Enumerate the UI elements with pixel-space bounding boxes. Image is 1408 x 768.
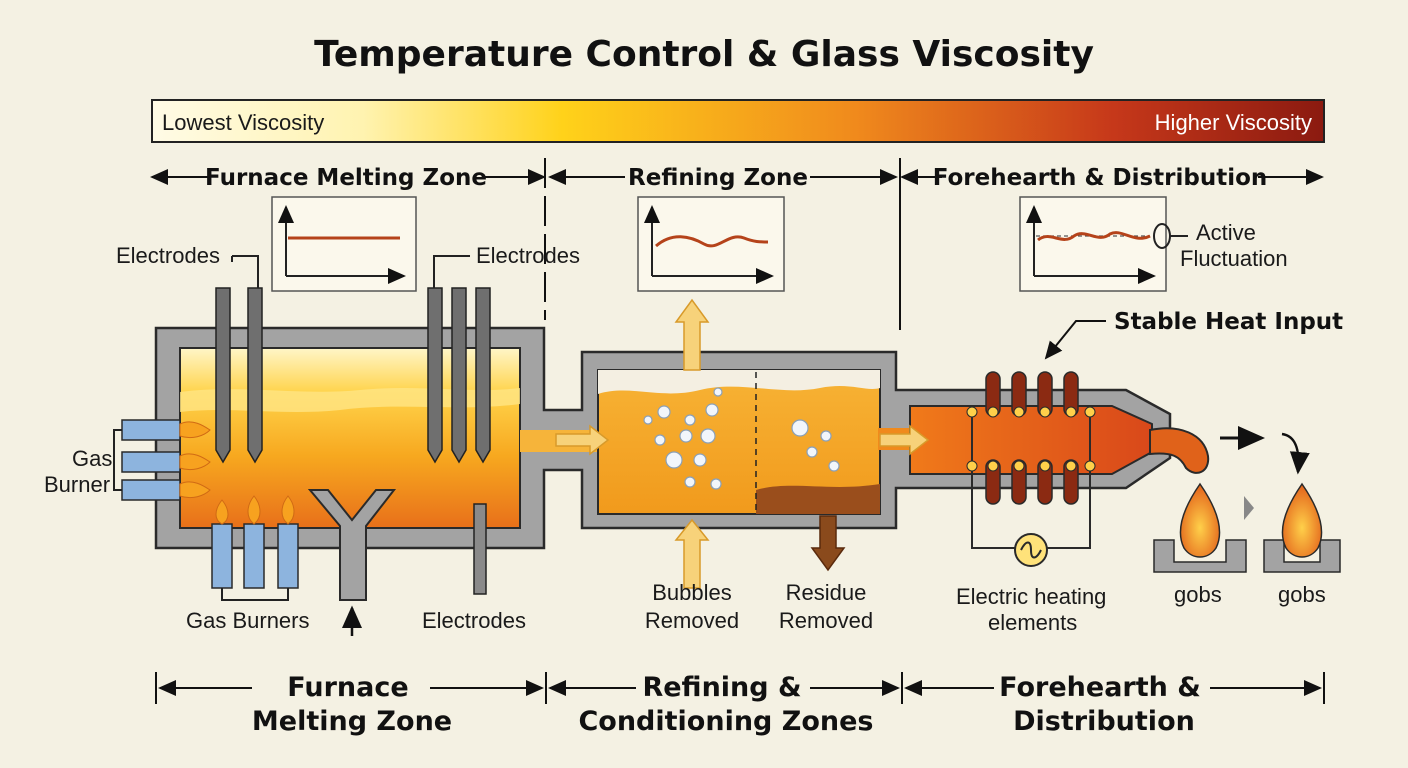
residue-removed-label-2: Removed [779,608,873,633]
gas-burners-label: Gas Burners [186,608,310,633]
graph-forehearth [1019,196,1188,292]
top-zone-forehearth: Forehearth & Distribution [933,165,1268,191]
bottom-zone-footers: Furnace Melting Zone Refining & Conditio… [155,672,1325,737]
viscosity-high-label: Higher Viscosity [1155,110,1312,135]
electric-heating-label-1: Electric heating [956,584,1106,609]
electrodes-top [215,287,491,464]
top-zone-melting: Furnace Melting Zone [205,165,487,191]
gob-2 [1263,482,1341,573]
bubbles-removed-label-2: Removed [645,608,739,633]
electrodes-label-left: Electrodes [116,243,220,268]
viscosity-low-label: Lowest Viscosity [162,110,324,135]
active-fluctuation-label-2: Fluctuation [1180,246,1288,271]
gobs-label-2: gobs [1278,582,1326,607]
gob-flow [1220,426,1310,520]
bottom-zone-forehearth-1: Forehearth & [999,672,1201,703]
bottom-zone-melting-1: Furnace [287,672,408,703]
page-title: Temperature Control & Glass Viscosity [314,34,1094,75]
viscosity-gradient [151,99,1325,143]
gobs-label-1: gobs [1174,582,1222,607]
gas-burner-label-1: Gas [72,446,112,471]
flow-arrows [555,298,930,589]
electrodes-label-bottom: Electrodes [422,608,526,633]
electrode-bottom [473,503,487,595]
electric-heating-elements [966,371,1096,567]
gob-1 [1153,482,1247,573]
active-fluctuation-label-1: Active [1196,220,1256,245]
viscosity-bar: Lowest Viscosity Higher Viscosity [151,99,1325,143]
gas-burner-label-2: Burner [44,472,110,497]
graph-refining [637,196,785,292]
top-zone-headers: Furnace Melting Zone Refining Zone Foreh… [150,158,1324,330]
bubbles [643,387,840,490]
bottom-zone-refining-1: Refining & [642,672,801,703]
melting-drain [307,489,397,636]
residue-removed-label-1: Residue [786,580,867,605]
bottom-zone-melting-2: Melting Zone [252,706,452,737]
bottom-zone-refining-2: Conditioning Zones [578,706,873,737]
bubbles-removed-label-1: Bubbles [652,580,732,605]
top-zone-refining: Refining Zone [628,165,808,191]
gas-burners-side [113,419,211,501]
graph-melting [271,196,417,292]
electrodes-label-right: Electrodes [476,243,580,268]
gas-burners-bottom [211,495,299,601]
stable-heat-input-label: Stable Heat Input [1114,309,1343,335]
electric-heating-label-2: elements [988,610,1077,635]
bottom-zone-forehearth-2: Distribution [1013,706,1195,737]
